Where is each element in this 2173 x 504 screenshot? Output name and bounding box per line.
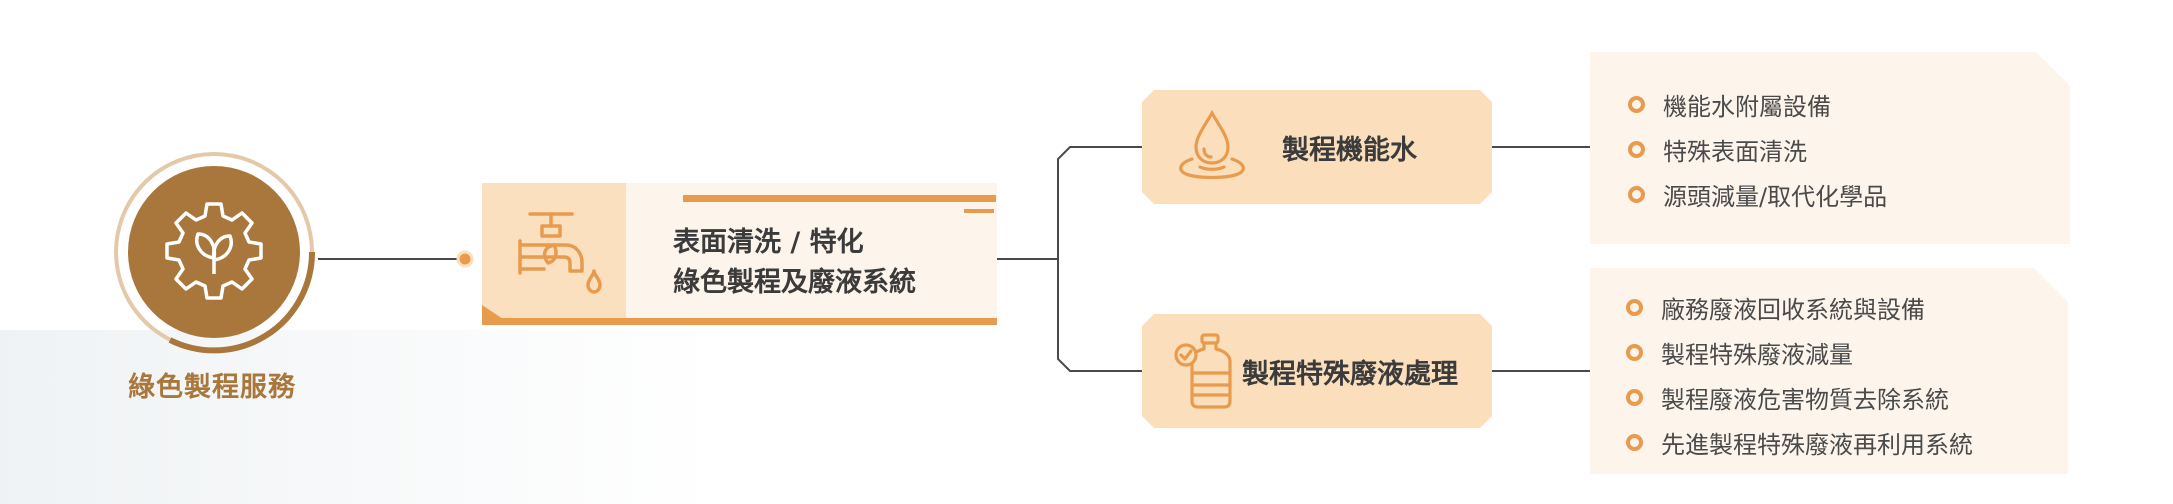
main-corner-accent — [482, 305, 512, 325]
branch-special-waste-liquid: 製程特殊廢液處理 — [1142, 314, 1492, 428]
water-bottle-icon — [1174, 333, 1232, 409]
branch-label: 製程機能水 — [1282, 135, 1417, 166]
branch-label: 製程特殊廢液處理 — [1242, 359, 1458, 390]
main-title: 表面清洗 / 特化 綠色製程及廢液系統 — [673, 223, 916, 303]
water-drop-icon — [1179, 109, 1245, 180]
bullet-icon — [1626, 389, 1643, 406]
root-label: 綠色製程服務 — [128, 372, 296, 403]
main-bottom-accent-bar — [482, 318, 997, 325]
list-item: 先進製程特殊廢液再利用系統 — [1626, 425, 1973, 460]
list-item: 製程廢液危害物質去除系統 — [1626, 380, 1949, 415]
list-item: 廠務廢液回收系統與設備 — [1626, 290, 1925, 325]
list-item: 製程特殊廢液減量 — [1626, 335, 1853, 370]
root-node — [110, 148, 318, 356]
main-top-accent-bar — [683, 195, 996, 202]
main-icon-panel — [482, 183, 626, 325]
main-title-line1: 表面清洗 / 特化 — [673, 227, 864, 258]
connector-dot — [456, 250, 474, 268]
detail-panel-special-waste-liquid: 廠務廢液回收系統與設備 製程特殊廢液減量 製程廢液危害物質去除系統 先進製程特殊… — [1590, 268, 2068, 474]
detail-panel-functional-water: 機能水附屬設備 特殊表面清洗 源頭減量/取代化學品 — [1590, 52, 2070, 244]
branch-functional-water: 製程機能水 — [1142, 90, 1492, 204]
list-item: 機能水附屬設備 — [1628, 87, 1831, 122]
bullet-icon — [1628, 96, 1645, 113]
gear-leaf-icon — [165, 202, 263, 300]
main-title-line2: 綠色製程及廢液系統 — [673, 267, 916, 298]
list-item: 特殊表面清洗 — [1628, 132, 1807, 167]
faucet-icon — [518, 212, 602, 294]
main-node: 表面清洗 / 特化 綠色製程及廢液系統 — [482, 183, 997, 325]
bullet-icon — [1628, 141, 1645, 158]
fork-connector — [1057, 146, 1142, 372]
bullet-icon — [1626, 344, 1643, 361]
bullet-icon — [1626, 299, 1643, 316]
list-item: 源頭減量/取代化學品 — [1628, 177, 1887, 212]
main-top-accent-dash — [964, 209, 994, 213]
bullet-icon — [1626, 434, 1643, 451]
bullet-icon — [1628, 186, 1645, 203]
